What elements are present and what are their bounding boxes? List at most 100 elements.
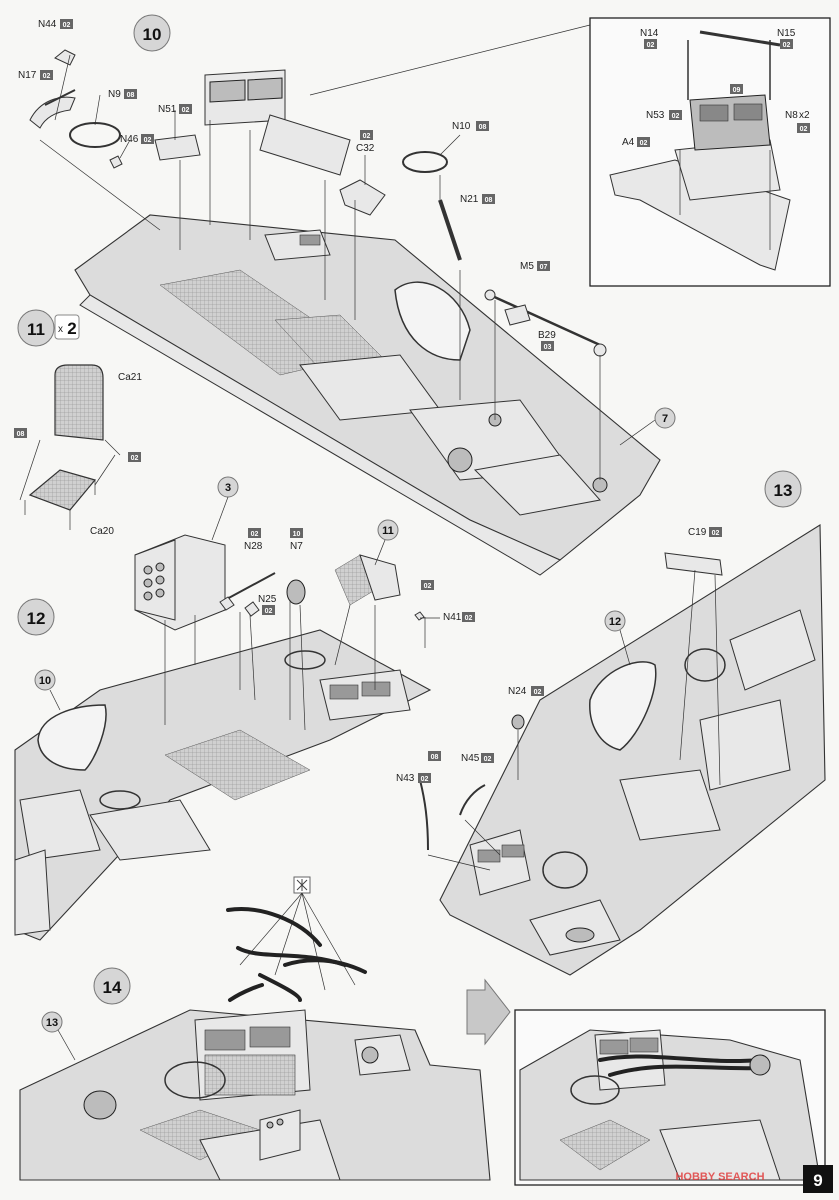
- label-n15: N15 02: [777, 28, 796, 49]
- svg-text:N43: N43: [396, 773, 415, 784]
- label-n9: N9 08: [108, 89, 137, 100]
- svg-text:08: 08: [17, 431, 25, 438]
- svg-text:03: 03: [544, 344, 552, 351]
- svg-text:08: 08: [485, 197, 493, 204]
- svg-text:08: 08: [431, 754, 439, 761]
- svg-text:N41: N41: [443, 612, 462, 623]
- part-c19: [664, 552, 723, 786]
- label-n7: 10 N7: [290, 528, 303, 552]
- svg-text:02: 02: [424, 583, 432, 590]
- svg-text:M5: M5: [520, 261, 534, 272]
- svg-text:9: 9: [813, 1171, 822, 1190]
- svg-text:2: 2: [67, 319, 76, 338]
- sprue-tag-08-seat: 08: [14, 428, 27, 438]
- watermark: HOBBY SEARCH: [675, 1171, 764, 1183]
- svg-text:07: 07: [540, 264, 548, 271]
- part-n25: [244, 601, 260, 617]
- leaders-step-12: [164, 600, 440, 731]
- svg-text:HOBBY SEARCH: HOBBY SEARCH: [675, 1171, 764, 1183]
- part-n45: [459, 784, 486, 816]
- label-ca21: Ca21: [118, 372, 142, 383]
- svg-text:A4: A4: [622, 137, 635, 148]
- part-b29: [504, 304, 531, 326]
- step-11-badge: [17, 309, 55, 347]
- inset-battery-detail: N14 02 N15 02 N53 02 N8 x2 02 A4 02 09: [589, 17, 831, 287]
- subassembly-ref-7: 7: [654, 407, 676, 429]
- svg-text:3: 3: [225, 482, 231, 494]
- svg-text:N14: N14: [640, 28, 659, 39]
- label-n41: N41 02: [443, 612, 475, 623]
- svg-text:N7: N7: [290, 541, 303, 552]
- part-n21-column: [438, 199, 462, 261]
- label-m5: M5 07: [520, 261, 550, 272]
- hull-step-13: [439, 524, 826, 976]
- step-14: 14: [19, 876, 826, 1186]
- label-b29: B29 03: [538, 330, 556, 351]
- svg-text:N46: N46: [120, 134, 139, 145]
- svg-text:02: 02: [640, 140, 648, 147]
- svg-text:N44: N44: [38, 19, 57, 30]
- svg-text:N17: N17: [18, 70, 37, 81]
- svg-text:C32: C32: [356, 143, 375, 154]
- leaders-step-10: [39, 24, 656, 480]
- svg-text:02: 02: [800, 126, 808, 133]
- part-n24: [511, 714, 525, 730]
- subassembly-ref-10: 10: [34, 669, 61, 711]
- svg-text:02: 02: [465, 615, 473, 622]
- svg-text:09: 09: [733, 87, 741, 94]
- glue-symbol: [239, 876, 356, 991]
- label-n45: N45 02: [461, 753, 494, 764]
- svg-text:N9: N9: [108, 89, 121, 100]
- leaders-step-13: [427, 730, 519, 871]
- label-n14: N14 02: [640, 28, 659, 49]
- seat-assembly: [19, 364, 121, 530]
- label-n25: N25 02: [258, 594, 277, 615]
- subassembly-ref-3: 3: [211, 476, 239, 541]
- result-arrow-icon: [466, 978, 511, 1046]
- battery-box-10: [204, 69, 351, 176]
- svg-text:10: 10: [39, 675, 51, 687]
- svg-text:N24: N24: [508, 686, 527, 697]
- sprue-tag-08-n43: 08: [428, 751, 441, 761]
- label-n8: N8 x2 02: [785, 110, 810, 133]
- svg-text:08: 08: [479, 124, 487, 131]
- svg-text:11: 11: [382, 525, 394, 537]
- part-3-ammo-rack: [134, 534, 226, 631]
- part-n46: [109, 155, 123, 169]
- step-10-badge: [133, 14, 171, 52]
- part-n43: [419, 779, 429, 851]
- svg-text:11: 11: [27, 320, 45, 339]
- svg-text:02: 02: [363, 133, 371, 140]
- svg-text:N15: N15: [777, 28, 796, 39]
- svg-text:02: 02: [672, 113, 680, 120]
- svg-text:N53: N53: [646, 110, 665, 121]
- part-c32: [339, 179, 386, 216]
- label-a4: A4 02: [622, 137, 650, 148]
- label-c32: 02 C32: [356, 130, 375, 154]
- subassembly-ref-13: 13: [41, 1011, 76, 1061]
- label-n43: N43 02: [396, 773, 431, 784]
- label-n46: N46 02: [120, 134, 154, 145]
- svg-text:N10: N10: [452, 121, 471, 132]
- label-n53: N53 02: [646, 110, 682, 121]
- step-12-badge: [17, 598, 55, 636]
- hull-step-14: [19, 1009, 491, 1181]
- svg-text:02: 02: [421, 776, 429, 783]
- svg-text:13: 13: [46, 1017, 58, 1029]
- svg-text:N45: N45: [461, 753, 480, 764]
- label-n28: 02 N28: [244, 528, 263, 552]
- svg-text:13: 13: [774, 481, 793, 500]
- svg-text:02: 02: [783, 42, 791, 49]
- svg-text:02: 02: [251, 531, 259, 538]
- step-13: 13 C19 0: [396, 470, 826, 976]
- sprue-tag-02-seat: 02: [128, 452, 141, 462]
- svg-text:7: 7: [662, 413, 668, 425]
- part-n28-rod: [219, 572, 276, 611]
- label-n21: N21 08: [460, 194, 495, 205]
- part-n51-panel: [154, 134, 201, 161]
- svg-text:02: 02: [131, 455, 139, 462]
- svg-text:12: 12: [609, 616, 621, 628]
- svg-text:02: 02: [265, 608, 273, 615]
- step-11-qty-box: [54, 314, 80, 340]
- step-10: 10: [18, 14, 676, 576]
